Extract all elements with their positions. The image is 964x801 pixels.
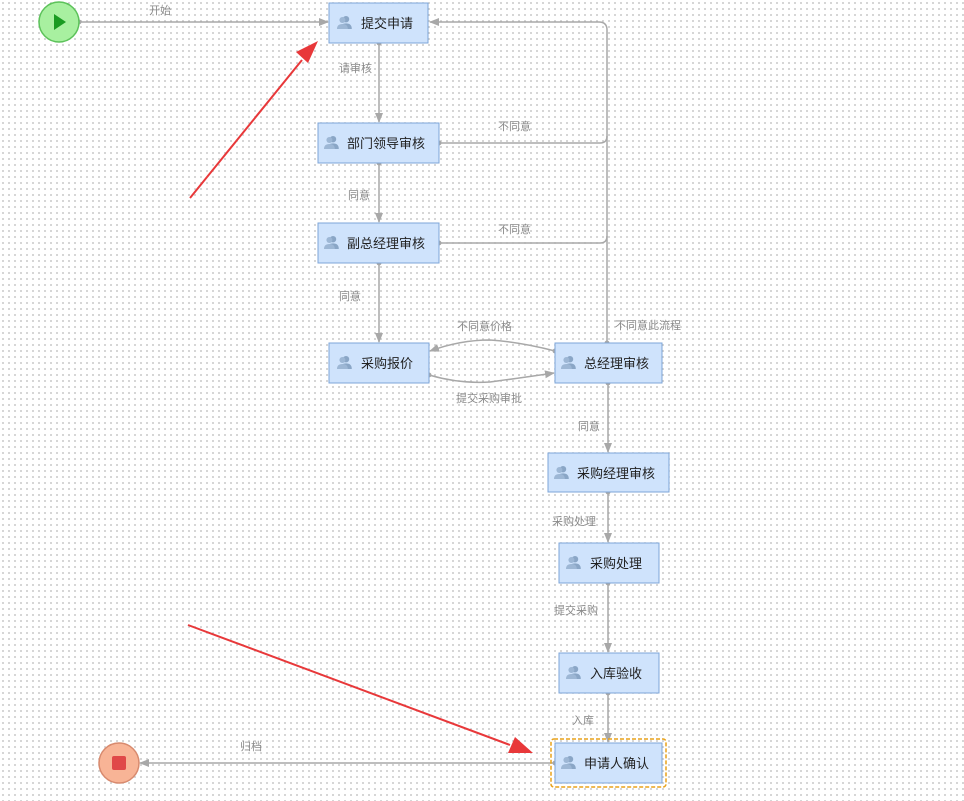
node-vp-review[interactable]: 副总经理审核: [317, 222, 440, 264]
node-processing[interactable]: 采购处理: [558, 542, 660, 584]
edge-label-request-review: 请审核: [339, 61, 372, 75]
node-label: 采购报价: [361, 356, 413, 372]
edge-label-start: 开始: [149, 3, 171, 17]
edge-label-stock: 入库: [572, 714, 594, 727]
selection-outline: [550, 738, 667, 788]
edge-label-purchase-handle: 采购处理: [552, 514, 596, 528]
edge-label-disagree-1: 不同意: [498, 119, 531, 133]
annotation-arrow-top: [189, 59, 303, 199]
edge-dept-disagree[interactable]: [439, 135, 608, 144]
node-label: 总经理审核: [584, 357, 649, 372]
node-label: 提交申请: [361, 16, 413, 32]
edge-label-disagree-2: 不同意: [498, 222, 531, 236]
edge-gm-disagree-price[interactable]: [429, 339, 556, 352]
node-label: 入库验收: [590, 666, 642, 682]
stop-icon: [112, 756, 126, 770]
node-quote[interactable]: 采购报价: [328, 342, 430, 384]
edge-vp-disagree[interactable]: [439, 235, 608, 244]
annotation-arrowhead-bottom: [508, 737, 533, 753]
end-node[interactable]: [98, 742, 140, 784]
edge-labels: 开始 请审核 同意 不同意 不同意 同意 不同意价格 不同意此流程 提交采购审批…: [149, 3, 681, 753]
node-gm-review[interactable]: 总经理审核: [554, 342, 663, 384]
edge-label-disagree-flow: 不同意此流程: [615, 318, 681, 332]
node-stock-in[interactable]: 入库验收: [558, 652, 660, 694]
node-dept-review[interactable]: 部门领导审核: [317, 122, 440, 164]
edge-label-archive: 归档: [240, 739, 262, 753]
node-label: 申请人确认: [584, 757, 649, 772]
node-pm-review[interactable]: 采购经理审核: [547, 452, 670, 493]
edge-label-agree-3: 同意: [578, 419, 600, 433]
edge-quote-submit-approval[interactable]: [428, 370, 555, 384]
node-label: 采购处理: [590, 556, 642, 572]
edge-label-submit-purchase: 提交采购: [554, 603, 598, 617]
node-label: 采购经理审核: [577, 466, 655, 482]
node-confirm[interactable]: 申请人确认: [550, 738, 667, 788]
edge-label-agree-2: 同意: [339, 289, 361, 303]
start-node[interactable]: [38, 1, 80, 43]
edge-label-submit-approval: 提交采购审批: [456, 391, 522, 405]
node-submit[interactable]: 提交申请: [328, 2, 429, 44]
annotation-arrowhead-top: [296, 41, 318, 63]
play-icon: [54, 14, 66, 30]
edge-label-disagree-price: 不同意价格: [457, 319, 512, 333]
annotation-arrows: [187, 41, 533, 753]
annotation-arrow-bottom: [187, 624, 511, 746]
edge-label-agree-1: 同意: [348, 188, 370, 202]
node-label: 部门领导审核: [347, 137, 425, 152]
node-label: 副总经理审核: [347, 237, 425, 252]
edge-gm-disagree-flow[interactable]: [429, 18, 608, 343]
